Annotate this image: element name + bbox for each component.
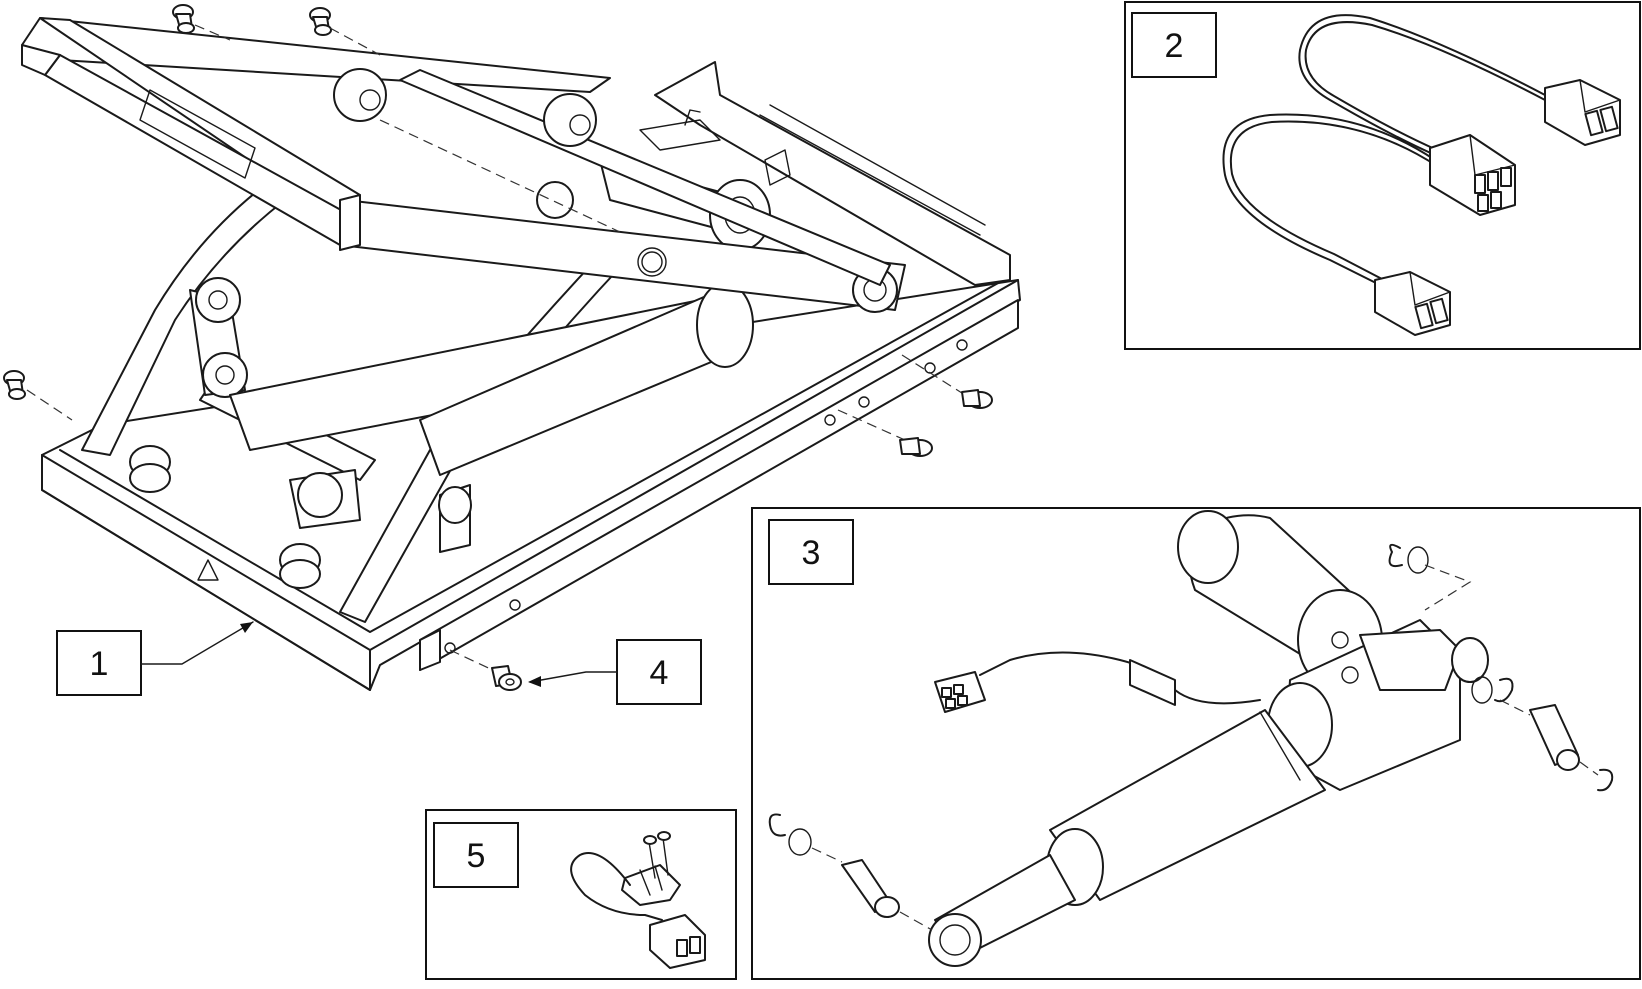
screw-right-upper	[901, 354, 993, 409]
callout-4: 4	[528, 639, 702, 705]
callout-2-label: 2	[1165, 27, 1184, 65]
screw-item-4	[449, 649, 522, 691]
panel-2-cable: 2	[1124, 1, 1641, 350]
lift-frame-assembly	[21, 17, 1021, 691]
callout-4-label: 4	[650, 654, 669, 692]
callout-3-label: 3	[802, 534, 821, 572]
screw-right-lower	[837, 409, 933, 457]
screw-top-left	[172, 4, 231, 41]
panel-5-limit-switch: 5	[425, 809, 737, 980]
callout-1: 1	[56, 621, 254, 696]
callout-5-label: 5	[467, 837, 486, 875]
panel-3-actuator: 3	[751, 507, 1641, 980]
screw-left	[3, 370, 73, 421]
callout-1-label: 1	[90, 645, 109, 683]
screw-top-middle	[309, 7, 381, 56]
